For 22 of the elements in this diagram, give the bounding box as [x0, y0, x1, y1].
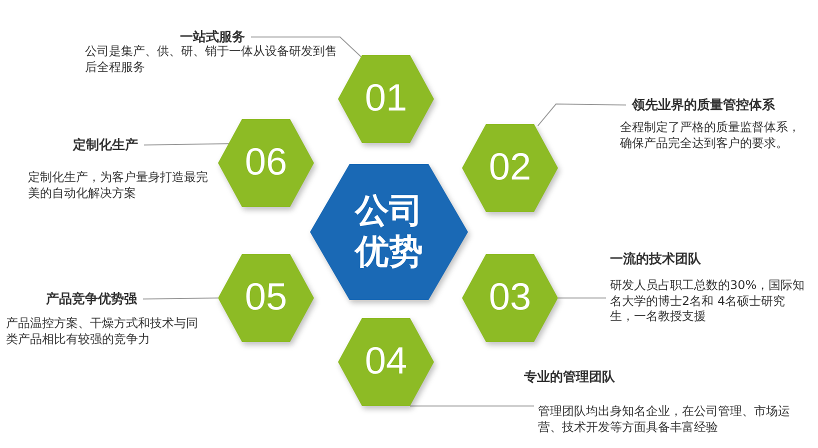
heading: 一站式服务	[180, 29, 245, 45]
leader-line	[142, 298, 218, 300]
heading: 专业的管理团队	[524, 369, 615, 386]
step-number: 05	[244, 276, 288, 320]
center-title: 公司优势	[353, 191, 424, 273]
description-text: 管理团队均出身知名企业，在公司管理、市场运营、技术开发等方面具备丰富经验	[538, 404, 791, 436]
step-number: 04	[364, 340, 408, 384]
heading: 产品竞争优势强	[46, 290, 137, 308]
heading: 一流的技术团队	[610, 250, 701, 268]
step-number: 01	[364, 78, 408, 120]
description-text: 研发人员占职工总数的30%，国际知名大学的博士2名和 4名硕士研究生，一名教授支援	[610, 278, 806, 325]
step-number: 06	[244, 142, 288, 184]
description-text: 全程制定了严格的质量监督体系，确保产品完全达到客户的要求。	[620, 120, 800, 152]
description-text: 产品温控方案、干燥方式和技术与同类产品相比有较强的竞争力	[6, 316, 199, 348]
heading: 领先业界的质量管控体系	[632, 96, 775, 114]
step-number: 03	[488, 276, 532, 320]
leader-line	[537, 104, 626, 126]
description-text: 公司是集产、供、研、销于一体从设备研发到售后全程服务	[85, 44, 338, 76]
heading: 定制化生产	[73, 136, 138, 154]
description-text: 定制化生产，为客户量身打造最完美的自动化解决方案	[28, 170, 209, 202]
step-number: 02	[488, 146, 532, 190]
leader-line	[250, 36, 362, 58]
